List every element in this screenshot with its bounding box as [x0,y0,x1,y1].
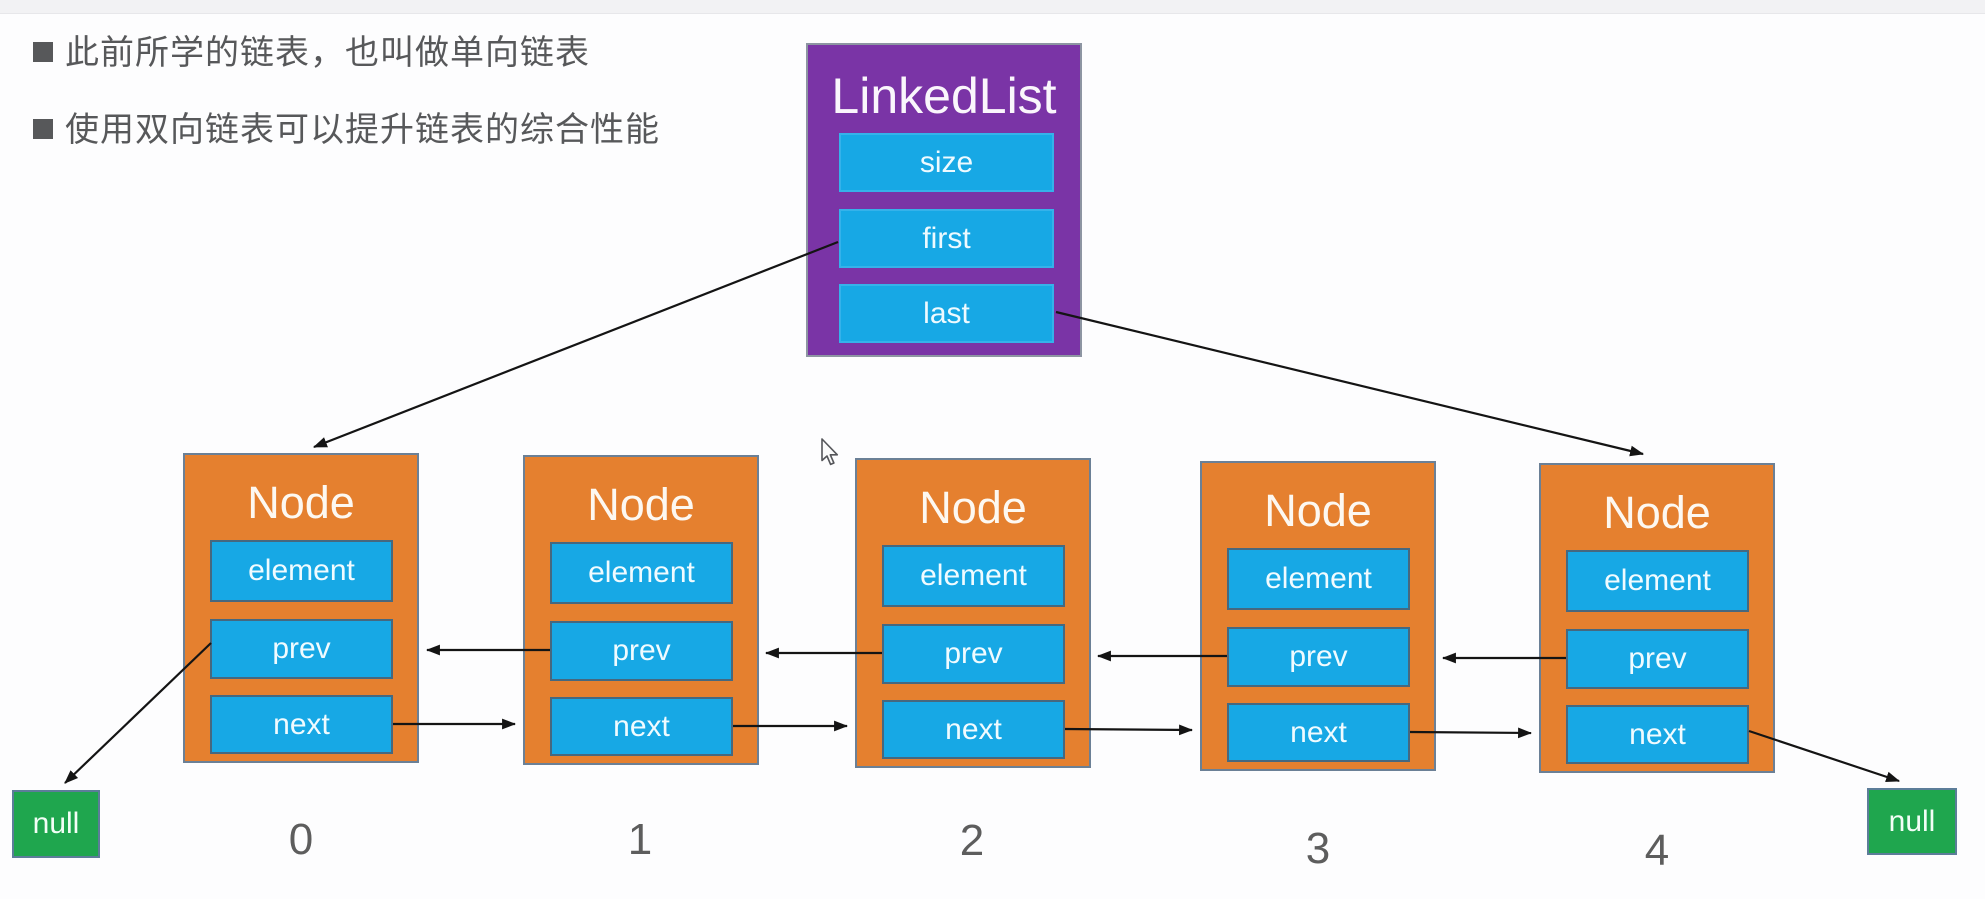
node-field-next: next [1227,703,1410,762]
null-box-left: null [12,790,100,858]
node-box-1: Node element prev next [523,455,759,765]
node-field-prev: prev [210,619,393,679]
node-field-prev: prev [550,621,733,681]
node-field-next: next [550,697,733,756]
node-title: Node [919,482,1027,533]
node-field-element: element [1566,550,1749,612]
node-index-label-0: 0 [288,815,314,864]
node-field-prev: prev [882,624,1065,684]
bullet-square-icon [33,42,53,62]
bullet-text: 此前所学的链表，也叫做单向链表 [65,34,590,72]
bullet-item-2: 使用双向链表可以提升链表的综合性能 [33,111,660,157]
node-index-label-1: 1 [627,815,653,864]
node-index-label-2: 2 [959,816,985,865]
linkedlist-title: LinkedList [831,68,1057,124]
node-field-element: element [882,545,1065,607]
bullet-square-icon [33,119,53,139]
arrow-first-to-node0 [312,240,839,449]
linkedlist-field-first: first [839,209,1054,268]
arrow-last-to-node4 [1055,310,1645,457]
top-strip [0,0,1985,14]
node-field-next: next [1566,705,1749,764]
node-field-prev: prev [1566,629,1749,689]
node-field-element: element [1227,548,1410,610]
null-box-right: null [1867,788,1957,855]
node-box-3: Node element prev next [1200,461,1436,771]
linkedlist-field-size: size [839,133,1054,192]
node-field-prev: prev [1227,627,1410,687]
node-box-4: Node element prev next [1539,463,1775,773]
node-box-0: Node element prev next [183,453,419,763]
bullet-item-1: 此前所学的链表，也叫做单向链表 [33,34,590,80]
node-field-next: next [882,700,1065,759]
node-field-element: element [210,540,393,602]
mouse-cursor-icon [821,438,839,466]
node-field-element: element [550,542,733,604]
node-index-label-3: 3 [1305,824,1331,873]
node-title: Node [587,479,695,530]
node-index-label-4: 4 [1644,826,1670,875]
linkedlist-box: LinkedList size first last [806,43,1082,357]
linkedlist-field-last: last [839,284,1054,343]
node-box-2: Node element prev next [855,458,1091,768]
node-title: Node [1603,487,1711,538]
node-title: Node [247,477,355,528]
bullet-text: 使用双向链表可以提升链表的综合性能 [65,111,660,149]
node-title: Node [1264,485,1372,536]
node-field-next: next [210,695,393,754]
